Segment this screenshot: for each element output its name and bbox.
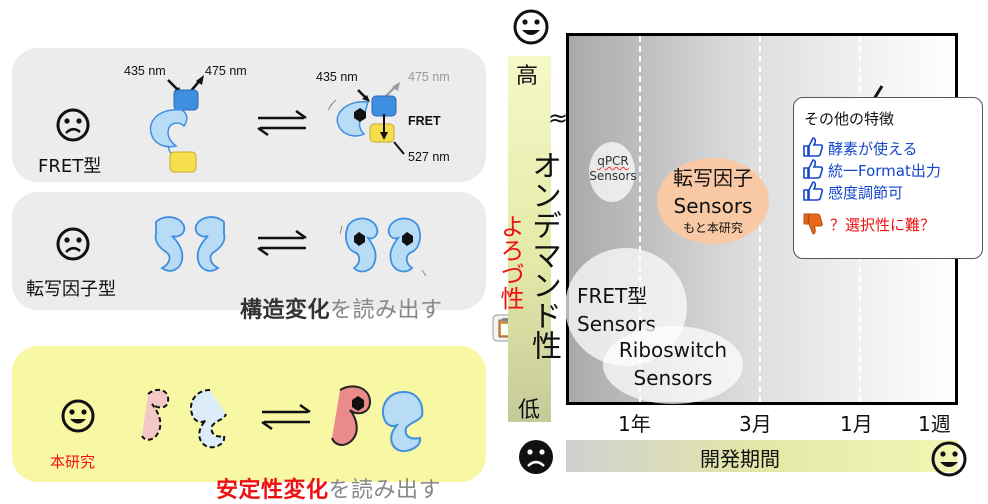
qpcr-line1: qPCR (597, 154, 629, 168)
fret-type-label: FRET型 (38, 156, 102, 177)
development-period-label: 開発期間 (700, 447, 780, 471)
happy-face-icon-right (931, 441, 967, 477)
sensor-comparison-chart: qPCR Sensors 転写因子 Sensors もと本研究 FRET型 Se… (565, 33, 958, 405)
emission-wavelength-2: 475 nm (408, 70, 450, 84)
equilibrium-arrows (257, 109, 307, 137)
feature-item-1: 酵素が使える (828, 140, 918, 158)
axis-break-symbol: ≈ (548, 104, 569, 132)
emission-wavelength: 475 nm (205, 64, 247, 78)
tf-sensors-bubble (657, 158, 769, 244)
structure-change-text: 構造変化 (240, 298, 331, 323)
qpcr-line2: Sensors (589, 169, 637, 183)
confused-face-icon (56, 108, 90, 142)
happy-face-icon (61, 399, 95, 433)
tf-sensors-label: 転写因子 Sensors もと本研究 (653, 164, 773, 236)
excitation-wavelength-2: 435 nm (316, 70, 358, 84)
thumbs-down-icon (803, 213, 823, 235)
tf-dimer-bound (340, 217, 426, 277)
fret-sensor-closed (328, 82, 405, 155)
gridline-1y (639, 36, 641, 402)
read-out-text: を読み出す (330, 298, 443, 323)
confused-face-icon-2 (56, 227, 90, 261)
ribo-line2: Sensors (633, 366, 713, 390)
fret-label: FRET (408, 114, 441, 128)
x-tick-1y: 1年 (618, 412, 651, 436)
tf-note: もと本研究 (683, 221, 743, 235)
tf-line2: Sensors (673, 194, 753, 218)
equilibrium-arrows-3 (261, 403, 311, 431)
structure-change-caption: 構造変化を読み出す (240, 292, 443, 324)
thumbs-up-icon-3 (803, 181, 824, 201)
x-tick-3m: 3月 (739, 412, 772, 436)
thumbs-up-icon (803, 137, 824, 157)
tf-line1: 転写因子 (673, 166, 753, 190)
fret-emission-wavelength: 527 nm (408, 150, 450, 164)
qpcr-bubble (589, 142, 635, 202)
development-period-axis-band (566, 440, 958, 472)
stability-change-text: 安定性変化 (216, 478, 329, 503)
features-callout: その他の特徴 酵素が使える 統一Format出力 感度調節可 ？選択性に難？ (793, 97, 983, 259)
x-tick-1w: 1週 (918, 412, 951, 436)
tf-dimer-apo (154, 216, 226, 272)
sad-face-icon (519, 440, 553, 474)
qpcr-label: qPCR Sensors (583, 154, 643, 184)
x-tick-1m: 1月 (840, 412, 873, 436)
fret-sensor-open (149, 75, 204, 173)
stability-change-caption: 安定性変化を読み出す (216, 472, 441, 504)
fret-line1: FRET型 (577, 284, 648, 308)
fret-panel (12, 48, 486, 182)
axis-high-label: 高 (516, 64, 539, 89)
stabilized-sensor (331, 385, 424, 452)
riboswitch-bubble (603, 326, 743, 404)
read-out-text-2: を読み出す (328, 478, 442, 503)
axis-low-label: 低 (518, 398, 541, 423)
destabilized-sensor (141, 388, 227, 449)
callout-title: その他の特徴 (804, 110, 895, 128)
ribo-line1: Riboswitch (618, 338, 728, 362)
riboswitch-label: Riboswitch Sensors (605, 336, 741, 392)
transcription-factor-type-label: 転写因子型 (26, 279, 116, 300)
on-demand-axis-band (508, 56, 551, 422)
feature-item-3: 感度調節可 (828, 184, 904, 202)
versatility-label: よろづ性 (496, 214, 524, 310)
equilibrium-arrows-2 (257, 229, 307, 257)
on-demand-axis-label: オンデマンド性 (526, 150, 561, 360)
excitation-wavelength: 435 nm (124, 64, 166, 78)
thumbs-up-icon-2 (803, 159, 824, 179)
happy-face-icon-top (513, 9, 549, 45)
feature-item-2: 統一Format出力 (828, 162, 941, 180)
feature-con: ？選択性に難？ (830, 216, 936, 234)
this-study-label: 本研究 (50, 453, 96, 471)
